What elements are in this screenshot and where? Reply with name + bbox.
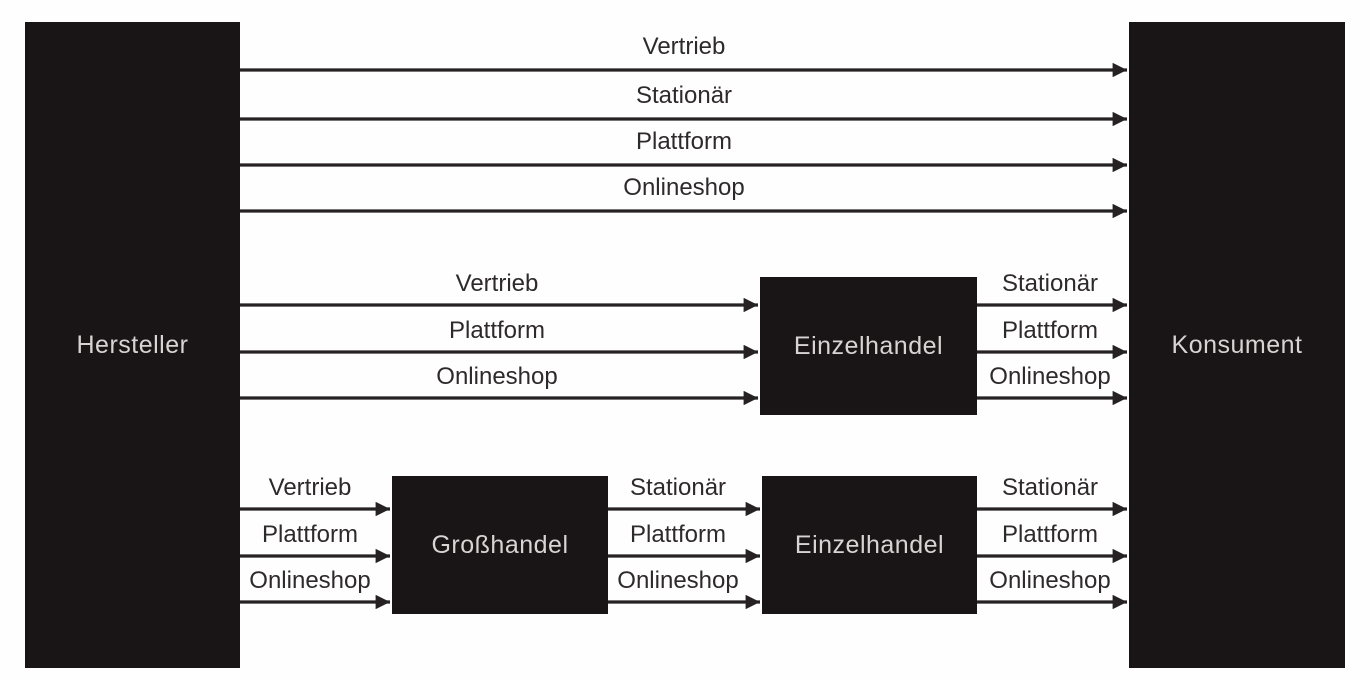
edge-label-grosshandel-einzelhandel-onlineshop: Onlineshop: [617, 567, 739, 594]
node-hersteller-label: Hersteller: [76, 330, 189, 359]
edge-label-direct-onlineshop: Onlineshop: [623, 174, 745, 201]
edge-label-einzelhandel-konsument-mid-onlineshop: Onlineshop: [989, 363, 1111, 390]
edge-label-hersteller-grosshandel-plattform: Plattform: [261, 521, 359, 548]
node-einzelhandel-bottom-label: Einzelhandel: [794, 530, 945, 559]
edge-label-einzelhandel-konsument-bottom-plattform: Plattform: [1001, 521, 1099, 548]
edge-label-einzelhandel-konsument-mid-stationaer: Stationär: [1001, 270, 1099, 297]
edge-label-direct-vertrieb: Vertrieb: [642, 33, 726, 60]
edge-label-hersteller-grosshandel-onlineshop: Onlineshop: [249, 567, 371, 594]
edge-label-hersteller-einzelhandel-vertrieb: Vertrieb: [455, 270, 539, 297]
node-hersteller: Hersteller: [25, 22, 240, 668]
node-konsument-label: Konsument: [1171, 330, 1303, 359]
node-einzelhandel-mid-label: Einzelhandel: [793, 331, 944, 360]
edge-label-einzelhandel-konsument-mid-plattform: Plattform: [1001, 317, 1099, 344]
edge-label-direct-stationaer: Stationär: [635, 82, 733, 109]
node-grosshandel-label: Großhandel: [431, 530, 569, 559]
edge-label-hersteller-grosshandel-vertrieb: Vertrieb: [268, 474, 352, 501]
edge-label-hersteller-einzelhandel-plattform: Plattform: [448, 317, 546, 344]
node-konsument: Konsument: [1129, 22, 1345, 668]
edge-label-grosshandel-einzelhandel-stationaer: Stationär: [629, 474, 727, 501]
node-einzelhandel-mid: Einzelhandel: [760, 277, 977, 415]
edge-label-einzelhandel-konsument-bottom-onlineshop: Onlineshop: [989, 567, 1111, 594]
edge-label-einzelhandel-konsument-bottom-stationaer: Stationär: [1001, 474, 1099, 501]
edge-label-grosshandel-einzelhandel-plattform: Plattform: [629, 521, 727, 548]
node-einzelhandel-bottom: Einzelhandel: [762, 476, 977, 614]
edge-label-hersteller-einzelhandel-onlineshop: Onlineshop: [436, 363, 558, 390]
edge-label-direct-plattform: Plattform: [635, 128, 733, 155]
node-grosshandel: Großhandel: [392, 476, 608, 614]
